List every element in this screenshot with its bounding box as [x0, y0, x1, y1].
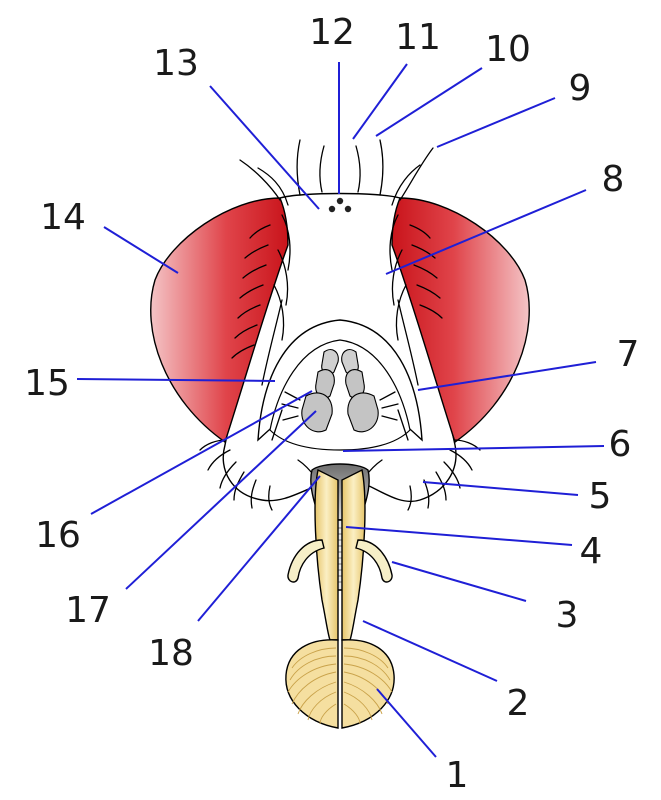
label-14: 14 — [40, 197, 86, 238]
label-10: 10 — [485, 29, 531, 70]
label-3: 3 — [556, 595, 579, 636]
leader-15 — [76, 378, 276, 382]
ocelli — [328, 197, 352, 213]
leader-18 — [197, 475, 321, 622]
leader-10 — [375, 67, 483, 137]
label-11: 11 — [395, 17, 441, 58]
label-2: 2 — [507, 683, 530, 724]
labellum-pseudotracheae — [287, 647, 393, 725]
label-17: 17 — [65, 590, 111, 631]
palp-left — [287, 539, 325, 583]
leader-3 — [391, 561, 527, 602]
palp-right — [355, 539, 393, 583]
label-15: 15 — [24, 363, 70, 404]
label-7: 7 — [617, 334, 640, 375]
labrum-left — [314, 468, 339, 641]
number-labels: 1 2 3 4 5 6 7 8 9 10 11 12 13 14 15 16 1… — [24, 12, 639, 796]
leader-lines — [76, 62, 605, 758]
label-4: 4 — [580, 531, 603, 572]
leader-14 — [103, 226, 179, 274]
leader-1 — [376, 688, 437, 758]
leader-7 — [417, 361, 597, 391]
label-9: 9 — [569, 68, 592, 109]
label-5: 5 — [589, 476, 612, 517]
label-16: 16 — [35, 515, 81, 556]
leader-11 — [352, 63, 408, 140]
label-6: 6 — [609, 424, 632, 465]
leader-13 — [209, 85, 320, 210]
leader-8 — [385, 189, 587, 275]
leader-16 — [90, 390, 313, 515]
label-13: 13 — [153, 43, 199, 84]
leader-6 — [342, 445, 605, 452]
labrum-right — [341, 468, 366, 641]
leader-4 — [345, 526, 573, 546]
vertex-bristles — [239, 139, 434, 206]
leader-9 — [436, 97, 556, 148]
label-1: 1 — [446, 755, 469, 796]
leader-2 — [362, 620, 498, 682]
facial-bristles — [231, 214, 443, 386]
label-8: 8 — [602, 159, 625, 200]
compound-eye-right — [391, 197, 530, 444]
label-12: 12 — [309, 12, 355, 53]
leader-17 — [125, 410, 317, 590]
antennae — [301, 349, 379, 433]
leader-5 — [422, 481, 579, 496]
label-18: 18 — [148, 633, 194, 674]
